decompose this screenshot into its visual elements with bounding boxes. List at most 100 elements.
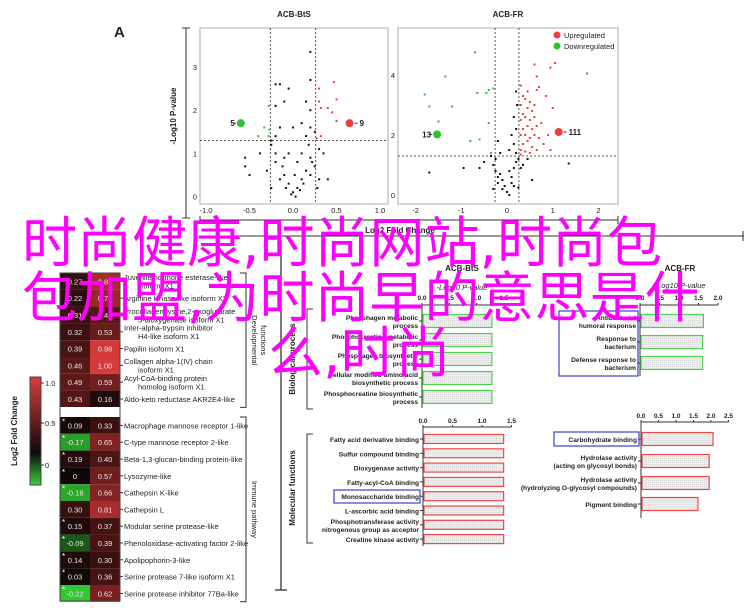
volcano-point-neutral <box>292 191 294 194</box>
gene-label: Serine protease inhibitor 77Ba-like <box>124 589 239 598</box>
y-tick-label: 1 <box>193 149 197 158</box>
heatmap-cell <box>60 306 90 324</box>
heatmap-cell <box>60 534 90 552</box>
volcano-point-neutral <box>531 179 534 181</box>
gene-label: Procollagen-lysine,2-oxoglutarate <box>124 307 235 316</box>
volcano-point-downregulated <box>268 128 271 131</box>
heatmap-cell <box>90 323 120 341</box>
volcano-point-neutral <box>318 178 321 181</box>
volcano-point-neutral <box>309 50 312 53</box>
y-tick-label: 4 <box>391 71 395 80</box>
group-label: Developmental <box>250 315 259 365</box>
heatmap-cell <box>90 517 120 535</box>
heatmap-cell <box>90 551 120 569</box>
volcano-point-upregulated <box>551 107 554 109</box>
volcano-point-upregulated <box>524 150 527 153</box>
volcano-point-upregulated <box>585 72 588 75</box>
significance-star: * <box>62 552 65 561</box>
term-label: process <box>393 323 419 330</box>
heatmap-cell <box>90 357 120 374</box>
heatmap-cell <box>60 484 90 501</box>
bar-axis-tick-label: 1.5 <box>689 413 698 420</box>
heatmap-value: 0.39 <box>68 345 83 354</box>
heatmap-value: 0.43 <box>68 395 83 404</box>
heatmap-value: 0.40 <box>98 455 113 464</box>
term-label: process <box>393 399 419 406</box>
legend-downregulated-label: Downregulated <box>564 42 614 51</box>
volcano-point-neutral <box>508 149 511 151</box>
term-label: Hydrolase activity <box>581 477 638 484</box>
group-bracket <box>240 272 247 408</box>
enrichment-bar <box>641 453 710 469</box>
volcano-plot-frame <box>397 27 619 205</box>
volcano-point-neutral <box>492 188 495 190</box>
heatmap-cell <box>90 373 120 391</box>
volcano-point-neutral <box>313 130 316 133</box>
heatmap-cell <box>60 273 90 290</box>
heatmap-value: 1.00 <box>98 361 113 370</box>
group-label: Immune pathway <box>250 481 259 538</box>
volcano-point-neutral <box>499 173 502 175</box>
term-label: process <box>393 361 419 368</box>
volcano-point-neutral <box>244 156 247 159</box>
x-tick-label: -1 <box>458 206 465 215</box>
bar-axis-tick-label: 2.0 <box>713 295 722 302</box>
heatmap-cell <box>60 357 90 374</box>
enrichment-bar <box>640 334 704 350</box>
enrichment-bar <box>640 355 704 371</box>
gene-label: isoform X1 <box>138 282 174 291</box>
volcano-point-upregulated <box>540 122 543 124</box>
volcano-point-upregulated <box>533 116 536 118</box>
term-label: bacterium <box>604 365 636 372</box>
enrichment-bar <box>422 351 493 367</box>
group-bracket <box>240 416 247 603</box>
volcano-point-neutral <box>462 167 465 169</box>
volcano-point-downregulated <box>476 92 479 94</box>
volcano-point-neutral <box>274 161 277 164</box>
heatmap-value: 0.32 <box>68 328 83 337</box>
gene-label: Apolipophorin-3-like <box>124 556 190 565</box>
bar-axis-tick-label: 1.0 <box>477 418 486 425</box>
volcano-point-neutral <box>496 140 499 142</box>
bar-axis-tick-label: 2.0 <box>706 413 715 420</box>
colorbar-tick-label: 0.5 <box>45 419 55 428</box>
term-label: Phosphagen metabolic <box>346 315 419 322</box>
heatmap-cell <box>60 417 90 434</box>
volcano-point-downregulated <box>437 120 440 123</box>
term-label: Phosphocreatine biosynthetic <box>324 391 418 398</box>
heatmap-value: 0 <box>73 472 77 481</box>
enrichment-bar <box>423 448 505 459</box>
downregulated-count-marker <box>433 130 442 139</box>
volcano-point-neutral <box>313 165 316 168</box>
volcano-point-neutral <box>318 148 321 151</box>
volcano-point-neutral <box>305 135 308 138</box>
colorbar-tick-label: 1.0 <box>45 379 55 388</box>
volcano-point-neutral <box>326 178 329 181</box>
gene-label: isoform X1 <box>138 366 174 375</box>
gene-label: Papilin isoform X1 <box>124 345 184 354</box>
volcano-point-neutral <box>287 182 290 185</box>
volcano-point-upregulated <box>542 143 545 145</box>
x-tick-label: -0.5 <box>243 206 256 215</box>
bar-axis-title: -Log10 P-value <box>437 283 488 292</box>
volcano-point-neutral <box>501 179 504 181</box>
gene-label: Phenoloxidase-activating factor 2-like <box>124 539 248 548</box>
volcano-point-neutral <box>512 167 515 169</box>
volcano-point-upregulated <box>537 137 540 139</box>
term-label: L-ascorbic acid binding <box>345 509 419 516</box>
heatmap-cell <box>90 467 120 485</box>
bar-axis-tick-label: 0.0 <box>418 418 427 425</box>
y-tick-label: 2 <box>193 106 197 115</box>
volcano-point-neutral <box>517 158 520 160</box>
term-label: humoral response <box>579 323 636 330</box>
term-label: Response to <box>596 336 636 343</box>
gene-label: 5-dioxygenase isoform X1 <box>138 315 225 324</box>
bar-axis-tick-label: 0.5 <box>654 413 663 420</box>
volcano-point-upregulated <box>526 125 529 127</box>
volcano-point-neutral <box>515 128 518 130</box>
heatmap-cell <box>90 390 120 408</box>
x-tick-label: -1.0 <box>200 206 213 215</box>
x-tick-label: 0.5 <box>331 206 341 215</box>
volcano-point-neutral <box>517 186 520 189</box>
volcano-point-neutral <box>296 161 299 164</box>
